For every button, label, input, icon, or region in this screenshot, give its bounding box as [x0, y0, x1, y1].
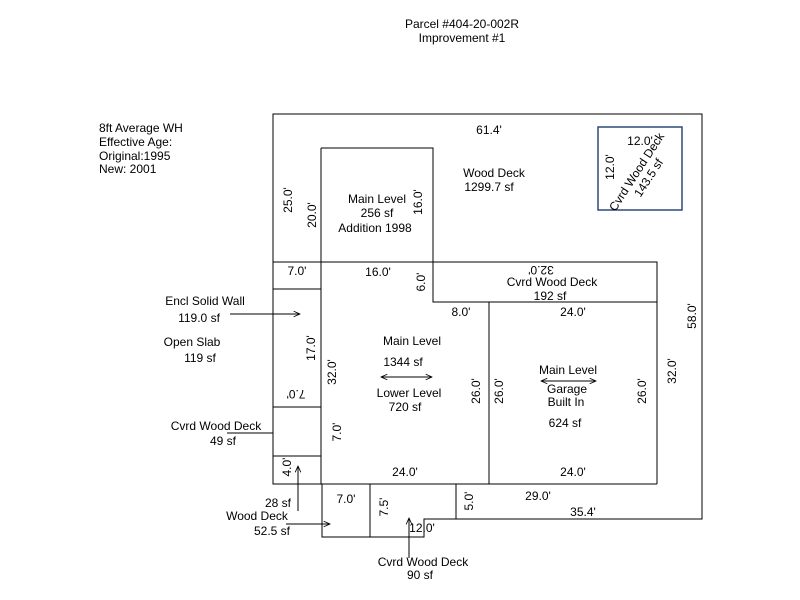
dim-addition-16-right: 16.0' [411, 189, 425, 215]
dim-bottom-5: 5.0' [462, 492, 476, 511]
garage-level-label: Main Level [539, 363, 597, 377]
dim-step-8: 8.0' [452, 305, 471, 319]
main-level-area: 1344 sf [383, 355, 423, 369]
original-year: Original:1995 [99, 149, 171, 163]
cvrd-deck-middle-outline [432, 261, 658, 484]
improvement-number: Improvement #1 [419, 31, 506, 45]
dim-small-4: 4.0' [280, 458, 294, 477]
dim-tr-height: 12.0' [603, 154, 617, 180]
dim-garage-24-top: 24.0' [560, 305, 586, 319]
dim-bottom-12: 12.0' [409, 521, 435, 535]
dim-slab-7-top: 7.0' [288, 264, 307, 278]
addition-area: 256 sf [361, 206, 394, 220]
dim-bottom-354: 35.4' [570, 505, 596, 519]
dim-bottom-7: 7.0' [337, 492, 356, 506]
dim-tr-width: 12.0' [627, 134, 653, 148]
dim-main-32-left: 32.0' [325, 359, 339, 385]
dim-main-24-bottom: 24.0' [392, 465, 418, 479]
encl-wall-area: 119.0 sf [178, 311, 220, 325]
lower-level-label: Lower Level [377, 386, 442, 400]
garage-area: 624 sf [549, 416, 582, 430]
dim-slab-7-bottom: 7.0' [287, 387, 306, 401]
addition-outline [320, 147, 434, 289]
cvrd-deck-left-label: Cvrd Wood Deck [171, 419, 262, 433]
dim-left-25: 25.0' [281, 187, 295, 213]
dim-addition-16-bottom: 16.0' [365, 265, 391, 279]
wood-deck-bottom-area: 52.5 sf [254, 524, 291, 538]
wood-deck-label: Wood Deck [463, 166, 526, 180]
dim-garage-26-right: 26.0' [635, 378, 649, 404]
dim-main-7: 7.0' [330, 423, 344, 442]
dim-cvrd-32: 32.0' [528, 263, 554, 277]
effective-age-label: Effective Age: [99, 135, 172, 149]
new-year: New: 2001 [99, 162, 157, 176]
small-area-label: 28 sf [265, 496, 292, 510]
parcel-number: Parcel #404-20-002R [405, 17, 519, 31]
dim-top-width: 61.4' [476, 123, 502, 137]
garage-sub-label: Built In [548, 395, 585, 409]
cvrd-deck-bottom-label: Cvrd Wood Deck [378, 555, 469, 569]
wall-height-note: 8ft Average WH [99, 121, 183, 135]
dim-garage-24-bottom: 24.0' [560, 465, 586, 479]
encl-wall-label: Encl Solid Wall [165, 294, 245, 308]
wood-deck-area: 1299.7 sf [464, 180, 514, 194]
garage-label: Garage [547, 382, 587, 396]
dim-bottom-75: 7.5' [377, 498, 391, 517]
cvrd-deck-bottom-area: 90 sf [407, 568, 434, 582]
wood-deck-bottom-label: Wood Deck [226, 509, 289, 523]
dim-garage-32: 32.0' [665, 358, 679, 384]
cvrd-deck-top-right [597, 126, 683, 211]
dim-slab-17: 17.0' [304, 335, 318, 361]
cvrd-deck-left-area: 49 sf [210, 434, 237, 448]
addition-label: Main Level [348, 192, 406, 206]
dim-mid-26-a: 26.0' [469, 378, 483, 404]
open-slab-label: Open Slab [164, 335, 221, 349]
addition-year: Addition 1998 [338, 221, 412, 235]
dim-step-6: 6.0' [414, 273, 428, 292]
dim-bottom-29: 29.0' [525, 489, 551, 503]
cvrd-deck-mid-label: Cvrd Wood Deck [507, 275, 598, 289]
lower-level-area: 720 sf [389, 400, 422, 414]
cvrd-deck-mid-area: 192 sf [534, 289, 567, 303]
dim-right-58: 58.0' [685, 303, 699, 329]
dim-mid-26-b: 26.0' [492, 378, 506, 404]
open-slab-area: 119 sf [184, 351, 216, 365]
main-level-label: Main Level [383, 334, 441, 348]
dim-addition-20: 20.0' [305, 202, 319, 228]
